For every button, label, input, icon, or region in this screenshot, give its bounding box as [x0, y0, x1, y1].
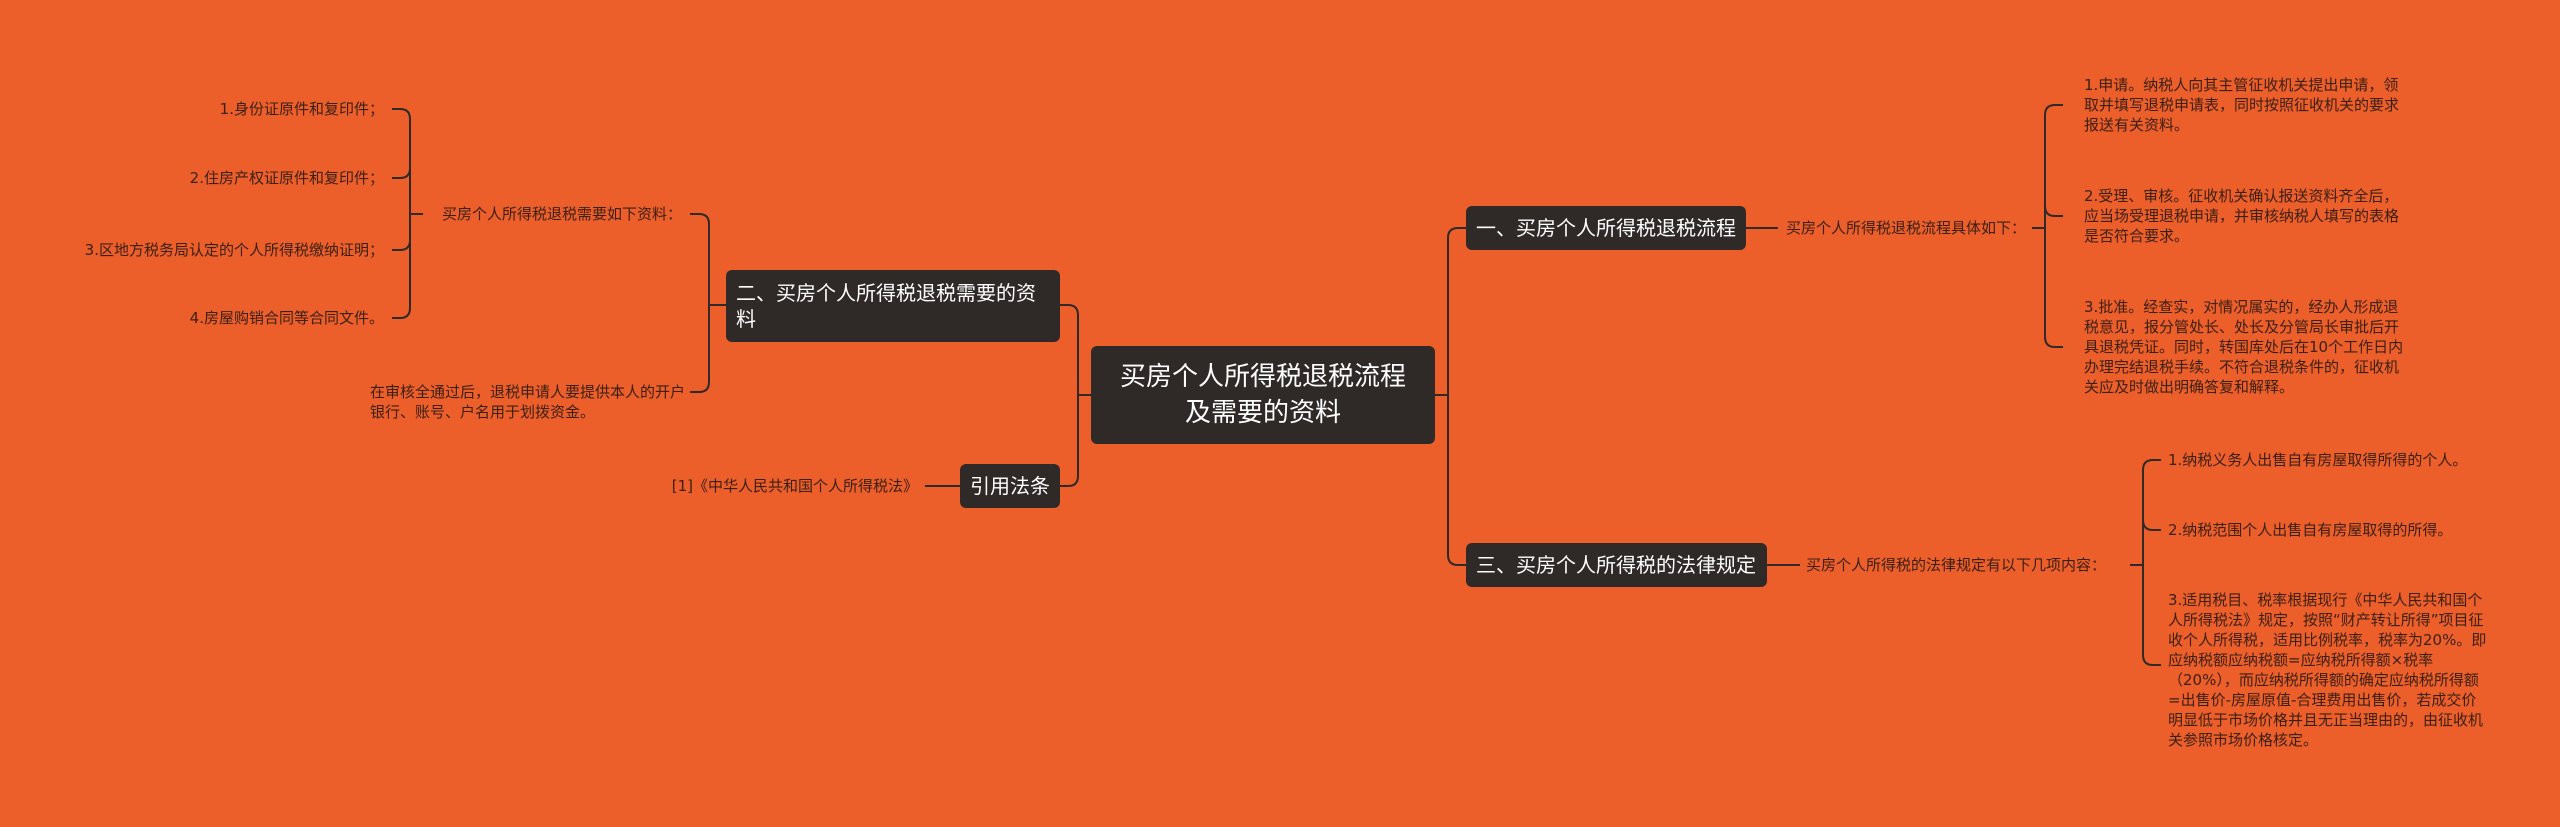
branch-cited-law-label: 引用法条 — [970, 474, 1050, 498]
branch-refund-process[interactable]: 一、买房个人所得税退税流程 — [1466, 206, 1746, 250]
required-documents-summary: 买房个人所得税退税需要如下资料： — [441, 205, 682, 223]
root-topic-label: 买房个人所得税退税流程及需要的资料 — [1119, 362, 1406, 428]
branch-required-documents[interactable]: 二、买房个人所得税退税需要的资料 — [726, 270, 1060, 342]
branch-refund-process-label: 一、买房个人所得税退税流程 — [1476, 216, 1736, 240]
root-topic[interactable]: 买房个人所得税退税流程及需要的资料 — [1091, 346, 1435, 444]
branch-legal-provisions[interactable]: 三、买房个人所得税的法律规定 — [1466, 543, 1767, 587]
cited-law-item: [1]《中华人民共和国个人所得税法》 — [671, 477, 918, 495]
document-property-certificate: 2.住房产权证原件和复印件； — [189, 169, 384, 187]
legal-tax-rate: 3.适用税目、税率根据现行《中华人民共和国个人所得税法》规定，按照“财产转让所得… — [2168, 591, 2487, 749]
legal-provisions-summary: 买房个人所得税的法律规定有以下几项内容： — [1806, 556, 2107, 574]
document-id-card: 1.身份证原件和复印件； — [219, 100, 384, 118]
legal-taxpayer: 1.纳税义务人出售自有房屋取得所得的个人。 — [2168, 451, 2468, 469]
branch-required-documents-label: 二、买房个人所得税退税需要的资料 — [736, 281, 1036, 331]
required-documents-note: 在审核全通过后，退税申请人要提供本人的开户银行、账号、户名用于划拨资金。 — [370, 383, 686, 421]
refund-step-apply: 1.申请。纳税人向其主管征收机关提出申请，领取并填写退税申请表，同时按照征收机关… — [2084, 76, 2400, 134]
document-purchase-contract: 4.房屋购销合同等合同文件。 — [189, 309, 384, 327]
branch-cited-law[interactable]: 引用法条 — [960, 464, 1060, 508]
branch-legal-provisions-label: 三、买房个人所得税的法律规定 — [1476, 553, 1756, 577]
refund-process-summary: 买房个人所得税退税流程具体如下： — [1786, 219, 2027, 237]
refund-step-review: 2.受理、审核。征收机关确认报送资料齐全后，应当场受理退税申请，并审核纳税人填写… — [2084, 187, 2400, 245]
document-tax-payment-proof: 3.区地方税务局认定的个人所得税缴纳证明； — [84, 241, 384, 259]
refund-step-approve: 3.批准。经查实，对情况属实的，经办人形成退税意见，报分管处长、处长及分管局长审… — [2084, 298, 2404, 396]
legal-scope: 2.纳税范围个人出售自有房屋取得的所得。 — [2168, 521, 2453, 539]
